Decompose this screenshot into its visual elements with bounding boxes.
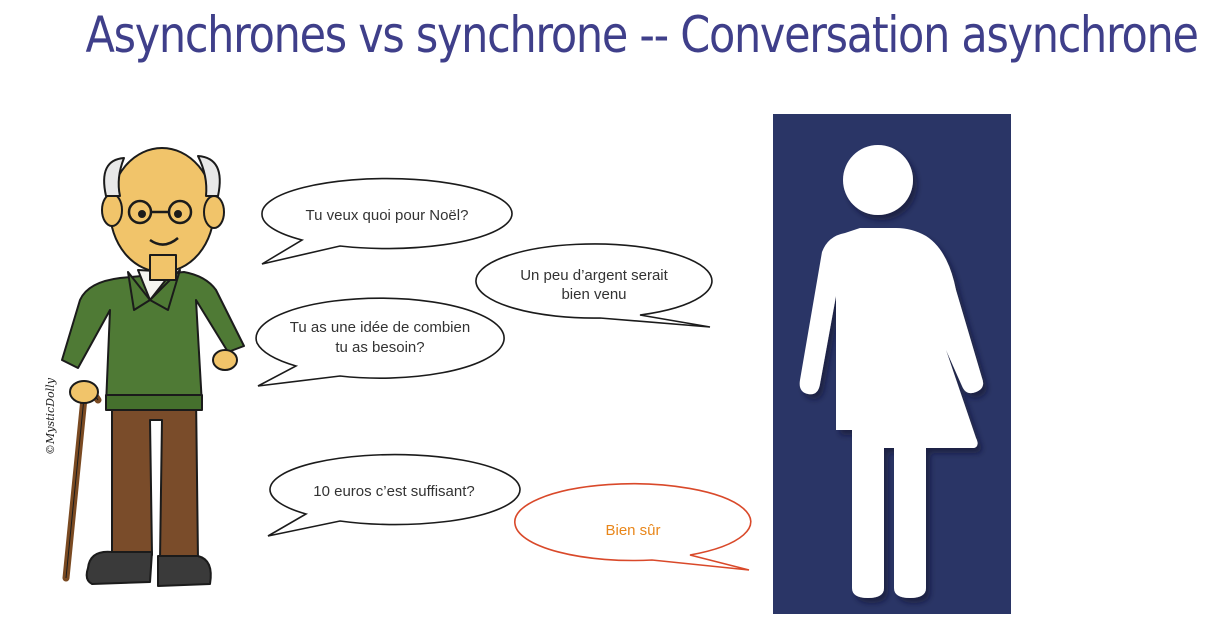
bubble-euros-text: 10 euros c’est suffisant? xyxy=(313,483,474,500)
bubble-argent-line1: Un peu d’argent serait xyxy=(520,267,668,284)
person-restroom-sign-icon xyxy=(799,145,984,598)
bubble-argent-line2: bien venu xyxy=(561,286,626,303)
speech-bubble-combien: Tu as une idée de combien tu as besoin? xyxy=(255,297,505,387)
slide-title: Asynchrones vs synchrone -- Conversation… xyxy=(85,6,1198,64)
speech-bubble-euros: 10 euros c’est suffisant? xyxy=(267,453,521,537)
artist-signature: ©MysticDolly xyxy=(44,378,57,455)
bubble-noel-text: Tu veux quoi pour Noël? xyxy=(306,207,469,224)
speech-bubble-bien-sur: Bien sûr xyxy=(514,482,752,571)
restroom-sign-panel xyxy=(773,114,1011,614)
bubble-combien-line1: Tu as une idée de combien xyxy=(290,319,470,336)
bubble-bien-sur-text: Bien sûr xyxy=(605,522,660,539)
speech-bubble-noel: Tu veux quoi pour Noël? xyxy=(261,177,513,265)
grandfather-illustration xyxy=(61,147,245,587)
bubble-combien-line2: tu as besoin? xyxy=(335,339,424,356)
speech-bubble-argent: Un peu d’argent serait bien venu xyxy=(475,243,713,328)
